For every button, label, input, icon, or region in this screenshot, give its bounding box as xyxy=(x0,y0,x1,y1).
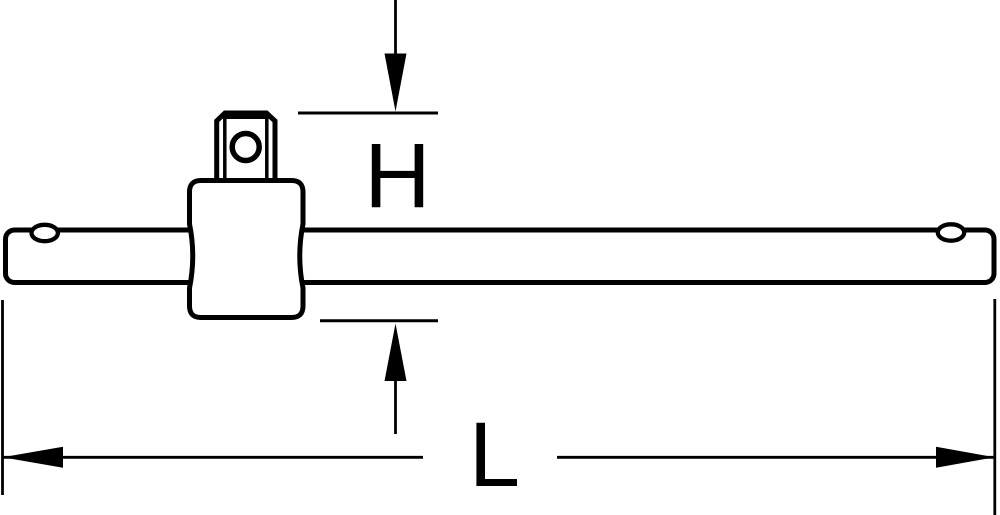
bar-end-detent-left xyxy=(29,222,61,244)
sliding-bar xyxy=(3,227,997,285)
sliding-head-collar xyxy=(187,178,306,320)
l-arrow-right-icon xyxy=(936,446,995,468)
l-dimension-label: L xyxy=(469,404,520,506)
l-arrow-left-icon xyxy=(2,446,63,468)
h-arrow-down-icon xyxy=(384,53,407,112)
h-arrow-up-icon xyxy=(384,323,407,381)
h-dimension-label: H xyxy=(364,126,430,228)
bar-end-detent-right xyxy=(935,222,967,243)
detent-pin-hole xyxy=(229,130,262,164)
square-drive-bevel-edges xyxy=(223,115,269,180)
